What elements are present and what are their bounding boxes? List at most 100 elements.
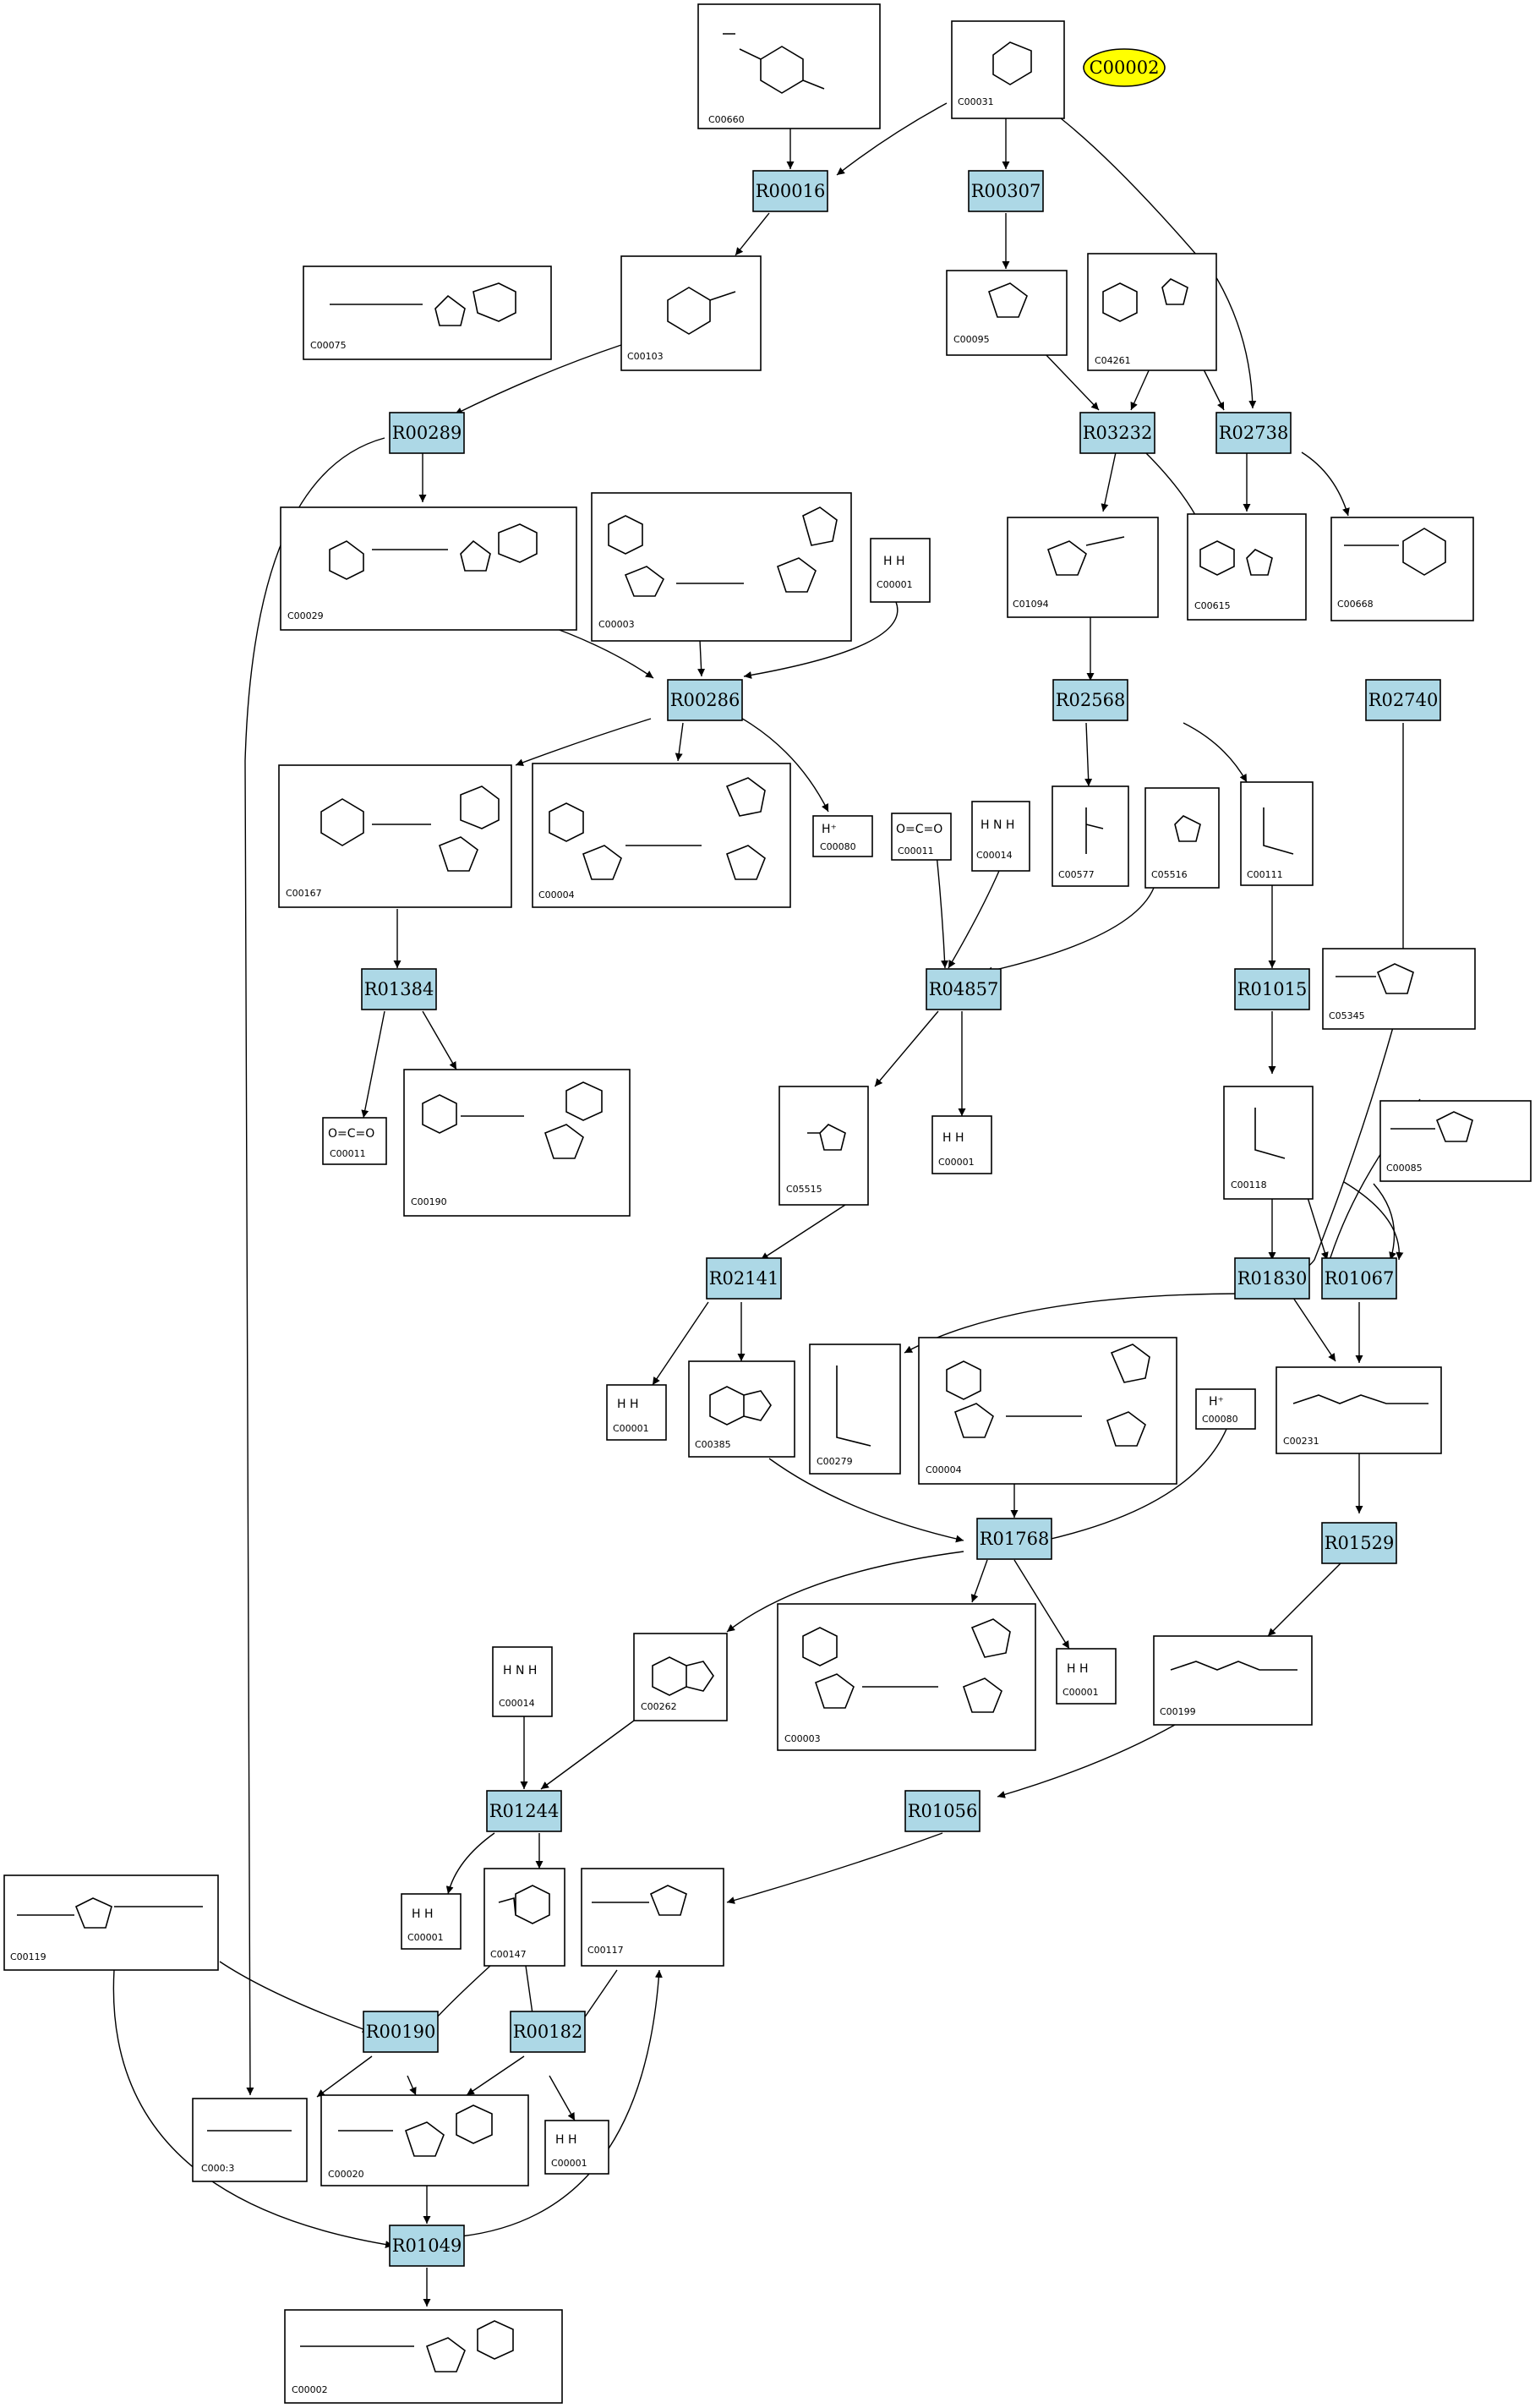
compound-c00011-a[interactable]: O=C=O C00011 [891, 813, 952, 861]
compound-c05345[interactable]: C05345 [1322, 948, 1476, 1030]
reaction-r01067[interactable]: R01067 [1321, 1257, 1397, 1300]
compound-c00004-top[interactable]: C00004 [532, 763, 791, 908]
legend-c00002[interactable]: C00002 [1083, 48, 1166, 87]
reaction-box[interactable] [1215, 412, 1292, 454]
hplus-label: H⁺ [1209, 1395, 1224, 1409]
reaction-r00289[interactable]: R00289 [389, 412, 465, 454]
compound-c00001-c[interactable]: H H C00001 [606, 1384, 667, 1441]
compound-c00075[interactable]: C00075 [303, 265, 552, 360]
reaction-box[interactable] [1234, 1257, 1310, 1300]
reaction-box[interactable] [389, 2225, 465, 2267]
compound-c00014-b[interactable]: H N H C00014 [492, 1646, 553, 1717]
reaction-r00016[interactable]: R00016 [752, 170, 828, 212]
compound-c00020[interactable]: C00020 [320, 2094, 529, 2186]
compound-c00190[interactable]: C00190 [403, 1069, 631, 1217]
compound-c00385[interactable]: C00385 [688, 1360, 795, 1458]
compound-c00119[interactable]: C00119 [3, 1874, 219, 1971]
compound-c05516[interactable]: C05516 [1144, 787, 1220, 889]
edge [112, 1969, 394, 2248]
compound-c00080-top[interactable]: H⁺ C00080 [812, 815, 873, 857]
compound-c00001-e[interactable]: H H C00001 [401, 1893, 462, 1950]
edge [697, 639, 706, 677]
reaction-box[interactable] [510, 2011, 586, 2053]
reaction-r01768[interactable]: R01768 [976, 1518, 1052, 1560]
compound-c05515[interactable]: C05515 [778, 1086, 869, 1206]
reaction-box[interactable] [667, 679, 743, 721]
compound-c00577[interactable]: C00577 [1052, 785, 1129, 887]
compound-c00011-b[interactable]: O=C=O C00011 [322, 1117, 387, 1165]
compound-c00199[interactable]: C00199 [1153, 1635, 1313, 1726]
compound-c00003-lower[interactable]: C00003 [777, 1603, 1036, 1751]
compound-c00279[interactable]: C00279 [809, 1344, 901, 1475]
compound-c00167[interactable]: C00167 [278, 764, 512, 908]
reaction-r01529[interactable]: R01529 [1321, 1522, 1397, 1564]
compound-c01094[interactable]: C01094 [1007, 517, 1159, 618]
compound-c00013[interactable]: C000:3 [192, 2098, 308, 2182]
reaction-box[interactable] [1079, 412, 1155, 454]
reaction-r01830[interactable]: R01830 [1234, 1257, 1310, 1300]
compound-c00231[interactable]: C00231 [1276, 1366, 1442, 1454]
reaction-r00182[interactable]: R00182 [510, 2011, 586, 2053]
compound-c00118[interactable]: C00118 [1223, 1086, 1314, 1200]
reaction-r01384[interactable]: R01384 [361, 968, 437, 1010]
reaction-r01056[interactable]: R01056 [904, 1790, 981, 1832]
compound-c00095[interactable]: C00095 [946, 270, 1068, 356]
reaction-box[interactable] [706, 1257, 782, 1300]
compound-c00103[interactable]: C00103 [620, 255, 762, 371]
compound-c00668[interactable]: C00668 [1330, 517, 1474, 621]
compound-id: C00615 [1194, 600, 1231, 611]
compound-c00001-a[interactable]: H H C00001 [870, 538, 931, 603]
compound-c04261[interactable]: C04261 [1087, 253, 1217, 371]
compound-id: C00075 [310, 340, 347, 351]
reaction-box[interactable] [968, 170, 1044, 212]
compound-c00029[interactable]: C00029 [280, 506, 577, 631]
reaction-r02568[interactable]: R02568 [1052, 679, 1128, 721]
compound-c00001-f[interactable]: H H C00001 [544, 2120, 609, 2175]
compound-c00117[interactable]: C00117 [581, 1868, 724, 1967]
reaction-label: R02141 [709, 1268, 779, 1289]
compound-c00147[interactable]: C00147 [483, 1868, 565, 1967]
compound-c00003-top[interactable]: C00003 [591, 492, 852, 642]
reaction-label: R01830 [1237, 1268, 1308, 1289]
reaction-r00286[interactable]: R00286 [667, 679, 743, 721]
reaction-box[interactable] [361, 968, 437, 1010]
reaction-box[interactable] [904, 1790, 981, 1832]
reaction-r01049[interactable]: R01049 [389, 2225, 465, 2267]
edge [726, 1551, 964, 1633]
reaction-r02141[interactable]: R02141 [706, 1257, 782, 1300]
compound-c00262[interactable]: C00262 [633, 1633, 728, 1721]
compound-c00002[interactable]: C00002 [284, 2309, 563, 2404]
reaction-box[interactable] [1321, 1522, 1397, 1564]
reaction-box[interactable] [389, 412, 465, 454]
reaction-r01244[interactable]: R01244 [486, 1790, 562, 1832]
reaction-r00190[interactable]: R00190 [363, 2011, 439, 2053]
compound-c00001-d[interactable]: H H C00001 [1056, 1648, 1117, 1705]
compound-c00001-b[interactable]: H H C00001 [931, 1115, 992, 1174]
reaction-r02738[interactable]: R02738 [1215, 412, 1292, 454]
reaction-r04857[interactable]: R04857 [926, 968, 1002, 1010]
compound-c00031[interactable]: C00031 [951, 20, 1065, 119]
compound-c00014-a[interactable]: H N H C00014 [971, 801, 1030, 872]
reaction-box[interactable] [1052, 679, 1128, 721]
compound-c00615[interactable]: C00615 [1187, 513, 1307, 621]
reaction-box[interactable] [1234, 968, 1310, 1010]
reaction-r01015[interactable]: R01015 [1234, 968, 1310, 1010]
reaction-label: R01384 [364, 979, 434, 999]
reaction-label: R00286 [670, 690, 740, 710]
reaction-box[interactable] [752, 170, 828, 212]
reaction-box[interactable] [926, 968, 1002, 1010]
compound-c00004-center[interactable]: C00004 [918, 1337, 1177, 1485]
reaction-r02740[interactable]: R02740 [1365, 679, 1441, 721]
compound-c00111[interactable]: C00111 [1240, 781, 1314, 886]
reaction-box[interactable] [363, 2011, 439, 2053]
reaction-r00307[interactable]: R00307 [968, 170, 1044, 212]
compound-c00660[interactable]: C00660 [697, 3, 881, 129]
reaction-box[interactable] [976, 1518, 1052, 1560]
compound-c00080-center[interactable]: H⁺ C00080 [1195, 1388, 1256, 1430]
compound-id: C00117 [587, 1945, 624, 1956]
reaction-r03232[interactable]: R03232 [1079, 412, 1155, 454]
reaction-box[interactable] [1365, 679, 1441, 721]
compound-c00085[interactable]: C00085 [1379, 1100, 1532, 1182]
reaction-box[interactable] [486, 1790, 562, 1832]
reaction-box[interactable] [1321, 1257, 1397, 1300]
